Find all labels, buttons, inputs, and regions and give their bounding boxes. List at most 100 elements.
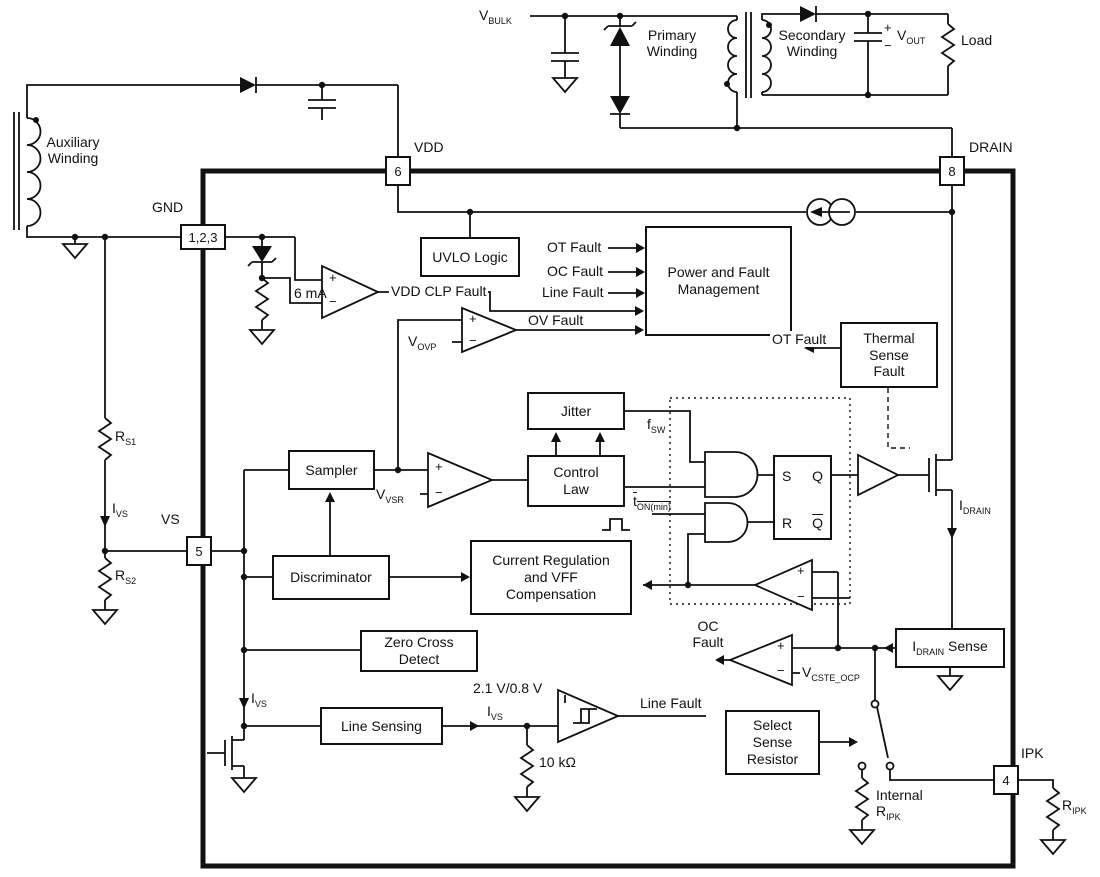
pwm-comparator-wires	[643, 533, 850, 599]
ivs-arrow-icon	[239, 698, 249, 709]
idrain-arrow-icon	[947, 528, 957, 539]
vdd-pin-label: VDD	[414, 139, 444, 155]
oc-fault-label: OC Fault	[547, 263, 604, 279]
drain-rail	[620, 92, 953, 156]
sampler-block: Sampler	[288, 450, 375, 490]
ovp-comparator-icon	[461, 306, 519, 354]
vout-label: VOUT	[897, 27, 926, 46]
fault-input-wires	[608, 247, 636, 294]
tonmin-label: tON(min)	[633, 493, 671, 512]
pwm-comparator-icon	[752, 558, 813, 612]
plus-mark: +	[469, 311, 477, 326]
thermal-sense-dashed-line	[887, 388, 910, 449]
pin-vdd: 6	[385, 156, 411, 186]
vbulk-label: VBULK	[479, 7, 512, 26]
hysteresis-icon	[573, 708, 597, 724]
rs2-label: RS2	[115, 567, 137, 586]
line-fault-wires	[443, 695, 706, 727]
bulk-capacitor	[551, 16, 579, 78]
vdd-clp-fault-label: VDD CLP Fault	[389, 283, 489, 300]
primary-winding-coil	[727, 16, 738, 93]
clamp-zener	[603, 16, 637, 96]
dotted-feedback-box	[669, 397, 851, 605]
minus-mark: −	[469, 333, 477, 348]
driver-icon	[857, 453, 901, 497]
plus-mark: +	[884, 20, 892, 35]
vdd-internal-rail	[397, 186, 953, 460]
10k-label: 10 kΩ	[539, 754, 576, 770]
switch-blade-icon	[876, 706, 889, 759]
latch-q-label: Q	[812, 468, 823, 484]
diode-icon	[610, 96, 630, 114]
ivs-label: IVS	[487, 703, 503, 722]
oc-comparator-wires	[724, 659, 800, 674]
vsr-wires	[375, 469, 527, 495]
minus-mark: −	[797, 589, 805, 604]
six-ma-label: 6 mA	[294, 285, 327, 301]
aux-winding-coil	[26, 117, 42, 227]
vddclp-comparator-icon	[321, 264, 381, 320]
tonmin-wire	[602, 513, 705, 531]
plus-mark: +	[329, 270, 337, 285]
discriminator-wires	[329, 502, 461, 578]
6ma-resistor	[248, 277, 276, 346]
plus-mark: +	[797, 563, 805, 578]
vvsr-label: VVSR	[376, 486, 404, 505]
oc-comparator-icon	[727, 633, 793, 687]
switch-contact-icon	[857, 761, 867, 771]
zener-icon	[252, 246, 272, 262]
load-label: Load	[961, 32, 993, 48]
filled-symbols	[33, 6, 957, 747]
drain-pin-label: DRAIN	[969, 139, 1013, 155]
pin-ipk: 4	[993, 765, 1019, 795]
pin-drain: 8	[939, 156, 965, 186]
and-gate-icon	[704, 502, 749, 543]
diode-icon	[240, 77, 256, 93]
switch-contact-icon	[870, 699, 880, 709]
vs-divider	[91, 237, 186, 626]
vsr-comparator-icon	[427, 451, 495, 509]
fsw-label: fSW	[647, 416, 666, 435]
latch-qbar-label: Q	[812, 515, 823, 531]
latch-s-label: S	[782, 468, 792, 484]
latch-r-label: R	[782, 515, 793, 531]
gnd-internal-wire	[226, 236, 322, 281]
vovp-label: VOVP	[408, 333, 437, 352]
ipk-pin-label: IPK	[1021, 745, 1044, 761]
clamp-tap-wire	[262, 277, 322, 304]
ic-boundary	[200, 168, 1016, 869]
jitter-arrows-wires	[555, 442, 601, 455]
ivs-label: IVS	[112, 500, 128, 519]
ivs-arrow-icon	[470, 721, 479, 731]
ot-fault-label: OT Fault	[770, 331, 829, 348]
aux-gnd-wire	[26, 226, 180, 238]
minus-mark: −	[884, 38, 892, 53]
plus-mark: +	[777, 638, 785, 653]
ot-fault-label: OT Fault	[547, 239, 602, 255]
ripk-label: RIPK	[1062, 797, 1087, 816]
discriminator-block: Discriminator	[272, 555, 390, 600]
output-diode-wire	[815, 6, 948, 22]
diode-icon	[800, 6, 816, 22]
minus-mark: −	[329, 294, 337, 309]
line-fault-label: Line Fault	[542, 284, 604, 300]
clamp-diode	[610, 113, 630, 128]
current-source-arrowhead	[810, 207, 822, 217]
gnd-pin-label: GND	[152, 199, 184, 215]
vdd-capacitor	[308, 85, 336, 120]
ivs-label: IVS	[251, 690, 267, 709]
line-fault-label: Line Fault	[640, 695, 702, 711]
external-ripk-resistor	[1019, 779, 1067, 856]
ground-icon	[936, 668, 964, 692]
ov-fault-label: OV Fault	[528, 312, 584, 328]
